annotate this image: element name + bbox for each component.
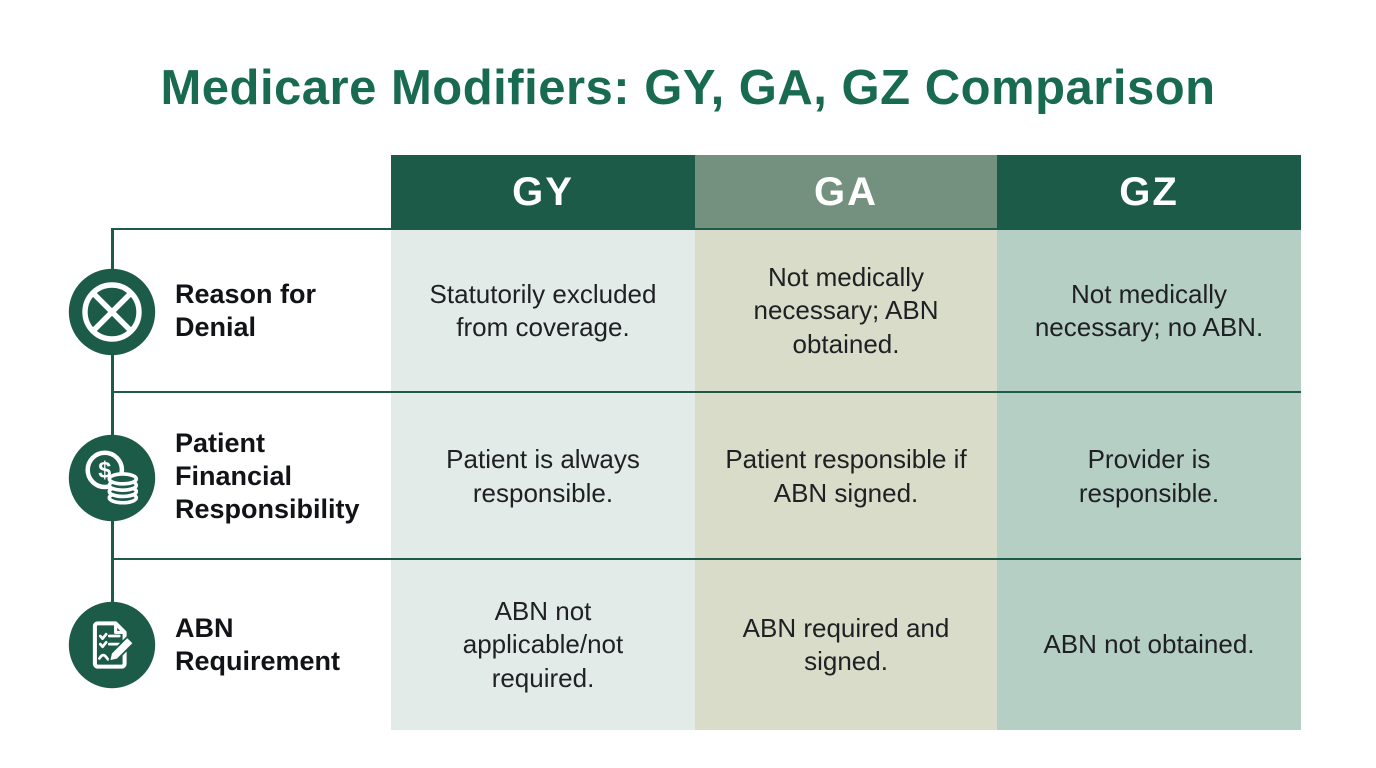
cell-gy-abn: ABN not applicable/not required. <box>462 596 624 693</box>
svg-text:$: $ <box>98 457 111 483</box>
column-body-ga <box>695 229 997 730</box>
column-header-gy: GY <box>391 155 695 229</box>
cell-gz-financial: Provider is responsible. <box>1078 444 1220 508</box>
row-label-reason-for-denial: Reason for Denial <box>175 278 317 342</box>
row-divider <box>112 558 1301 560</box>
row-divider <box>112 228 1301 230</box>
cell-ga-financial: Patient responsible if ABN signed. <box>725 444 967 508</box>
cell-gy-financial: Patient is always responsible. <box>446 444 640 508</box>
row-label-abn-requirement: ABN Requirement <box>175 612 341 676</box>
row-divider <box>112 391 1301 393</box>
cell-gy-reason: Statutorily excluded from coverage. <box>429 278 657 342</box>
column-body-gz <box>997 229 1301 730</box>
column-body-gy <box>391 229 695 730</box>
abn-document-pen-icon <box>67 600 157 690</box>
page-title: Medicare Modifiers: GY, GA, GZ Compariso… <box>160 61 1216 115</box>
column-header-ga: GA <box>695 155 997 229</box>
cell-ga-reason: Not medically necessary; ABN obtained. <box>753 262 939 359</box>
cell-ga-abn: ABN required and signed. <box>742 612 950 676</box>
denied-circle-x-icon <box>67 267 157 357</box>
dollar-coins-icon: $ <box>67 433 157 523</box>
row-label-patient-financial-responsibility: Patient Financial Responsibility <box>175 427 360 525</box>
cell-gz-reason: Not medically necessary; no ABN. <box>1034 278 1264 342</box>
cell-gz-abn: ABN not obtained. <box>1043 629 1255 660</box>
column-header-gz: GZ <box>997 155 1301 229</box>
